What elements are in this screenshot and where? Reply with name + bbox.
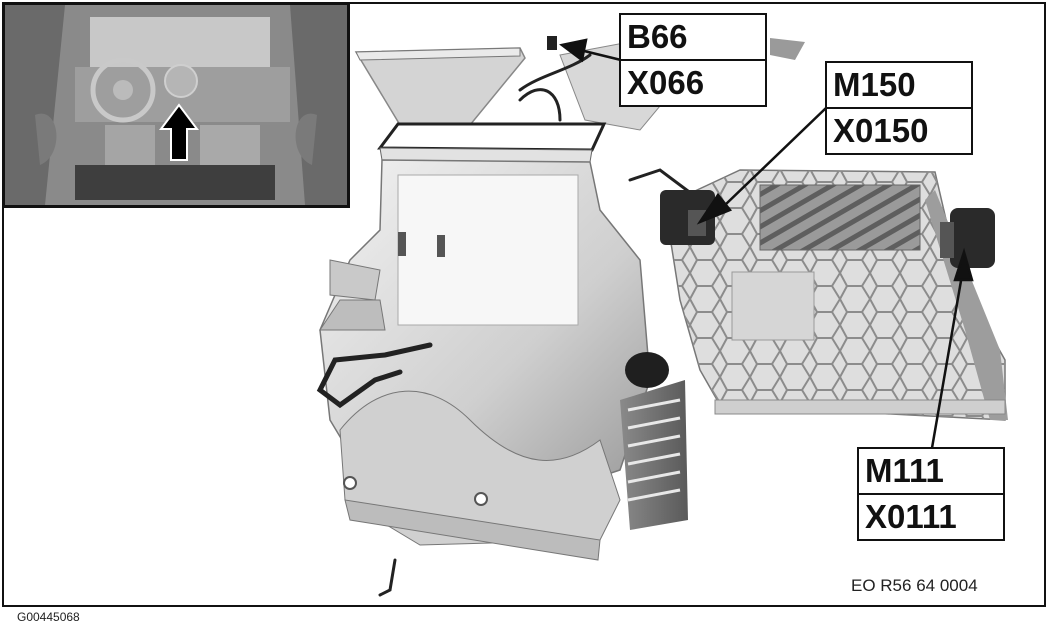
actuator-lower [625,352,669,388]
locator-inset [2,2,350,208]
blower-outlet [339,380,688,561]
leader-lines [559,38,974,449]
component-label: B66 [627,18,688,55]
dashboard-interior-view [5,5,347,205]
callout-b66: B66 X066 [619,13,767,107]
drawing-reference-code: EO R56 64 0004 [851,576,978,595]
location-arrow-icon [159,103,199,161]
actuator-m111 [940,208,995,268]
heater-core-housing [664,169,1008,421]
connector-label: X0111 [859,493,1003,539]
component-label: M150 [833,66,916,103]
callout-m111: M111 X0111 [857,447,1005,541]
actuator-m150 [660,190,715,245]
wiring-harness [316,53,702,597]
callout-m150: M150 X0150 [825,61,973,155]
figure-id: G00445068 [17,610,80,624]
connector-label: X066 [621,59,765,105]
connector-label: X0150 [827,107,971,153]
filter-frame [377,122,607,163]
component-label: M111 [865,452,944,489]
sensor-b66 [547,36,557,50]
